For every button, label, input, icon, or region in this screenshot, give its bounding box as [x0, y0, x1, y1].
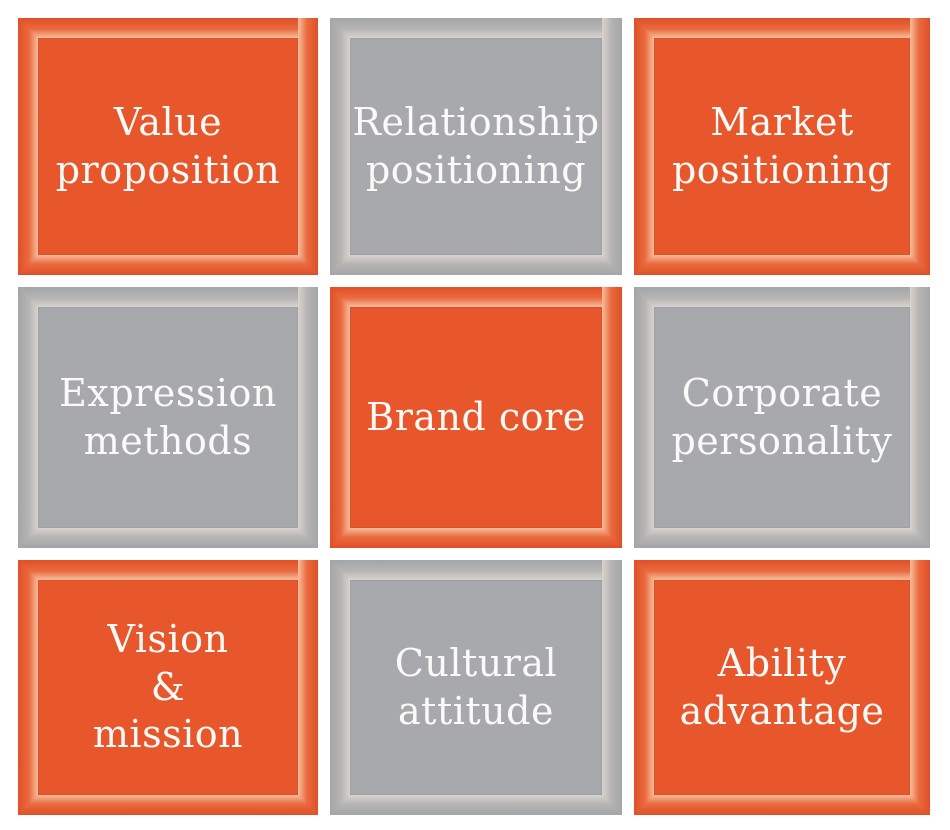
tile-panel: Brand core	[350, 307, 602, 528]
frame-top-edge	[330, 18, 622, 38]
frame-top-edge	[330, 560, 622, 580]
frame-top-edge	[18, 18, 318, 38]
frame-top-edge	[634, 18, 930, 38]
tile-expression-methods: Expression methods	[18, 287, 318, 548]
tile-panel: Expression methods	[38, 307, 298, 528]
frame-right-edge	[298, 287, 318, 548]
frame-left-edge	[330, 18, 350, 275]
tile-label: Value proposition	[55, 100, 281, 192]
frame-right-edge	[910, 287, 930, 548]
frame-right-edge	[910, 18, 930, 275]
frame-left-edge	[634, 287, 654, 548]
tile-panel: Vision & mission	[38, 580, 298, 795]
frame-left-edge	[18, 560, 38, 815]
frame-left-edge	[18, 18, 38, 275]
tile-label: Expression methods	[59, 371, 277, 463]
frame-left-edge	[634, 18, 654, 275]
frame-right-edge	[602, 287, 622, 548]
frame-right-edge	[910, 560, 930, 815]
tile-panel: Ability advantage	[654, 580, 910, 795]
frame-bottom-edge	[330, 255, 622, 275]
tile-vision-mission: Vision & mission	[18, 560, 318, 815]
tile-market-positioning: Market positioning	[634, 18, 930, 275]
frame-left-edge	[330, 560, 350, 815]
tile-brand-core: Brand core	[330, 287, 622, 548]
frame-bottom-edge	[634, 255, 930, 275]
frame-top-edge	[18, 560, 318, 580]
frame-top-edge	[18, 287, 318, 307]
frame-left-edge	[330, 287, 350, 548]
tile-relationship-positioning: Relationship positioning	[330, 18, 622, 275]
frame-bottom-edge	[634, 795, 930, 815]
frame-top-edge	[330, 287, 622, 307]
frame-bottom-edge	[330, 795, 622, 815]
frame-right-edge	[298, 18, 318, 275]
brand-grid: Value proposition Relationship positioni…	[18, 18, 930, 815]
frame-right-edge	[298, 560, 318, 815]
tile-panel: Relationship positioning	[350, 38, 602, 255]
tile-panel: Value proposition	[38, 38, 298, 255]
tile-label: Vision & mission	[92, 617, 244, 757]
tile-label: Corporate personality	[671, 371, 893, 463]
frame-top-edge	[634, 560, 930, 580]
tile-ability-advantage: Ability advantage	[634, 560, 930, 815]
frame-bottom-edge	[18, 795, 318, 815]
frame-bottom-edge	[330, 528, 622, 548]
tile-label: Relationship positioning	[352, 100, 600, 192]
tile-label: Ability advantage	[679, 641, 885, 733]
frame-right-edge	[602, 18, 622, 275]
tile-cultural-attitude: Cultural attitude	[330, 560, 622, 815]
tile-label: Market positioning	[671, 100, 893, 192]
frame-bottom-edge	[18, 255, 318, 275]
tile-panel: Corporate personality	[654, 307, 910, 528]
tile-panel: Market positioning	[654, 38, 910, 255]
frame-left-edge	[634, 560, 654, 815]
frame-bottom-edge	[634, 528, 930, 548]
frame-right-edge	[602, 560, 622, 815]
tile-label: Cultural attitude	[394, 641, 558, 733]
frame-top-edge	[634, 287, 930, 307]
tile-value-proposition: Value proposition	[18, 18, 318, 275]
frame-left-edge	[18, 287, 38, 548]
tile-panel: Cultural attitude	[350, 580, 602, 795]
tile-corporate-personality: Corporate personality	[634, 287, 930, 548]
frame-bottom-edge	[18, 528, 318, 548]
tile-label: Brand core	[366, 394, 586, 439]
